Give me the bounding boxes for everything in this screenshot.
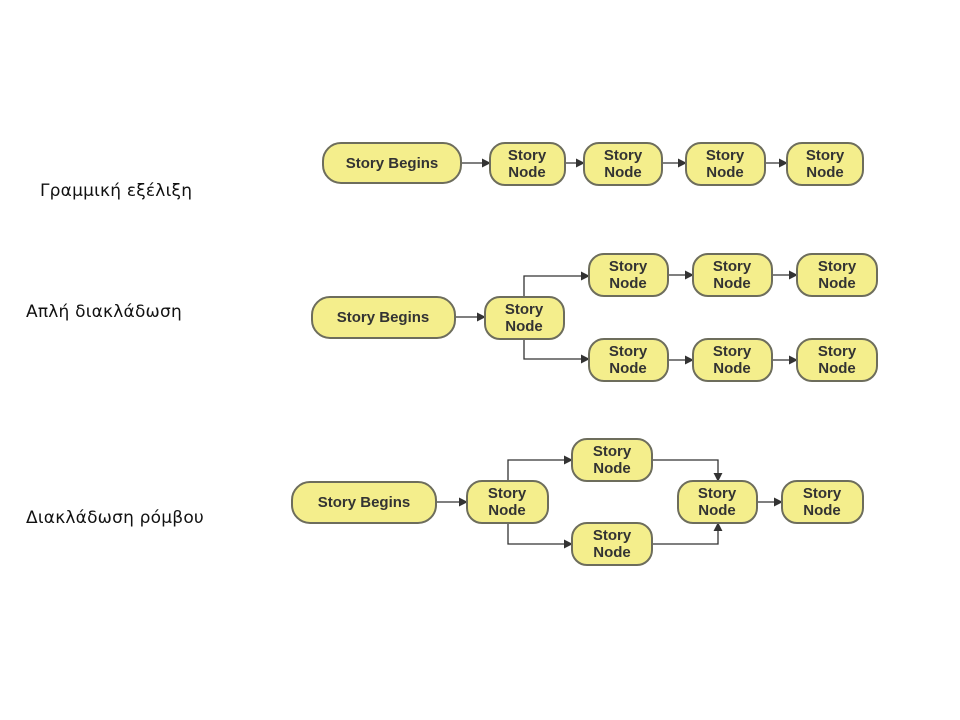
story-node: Story Node — [588, 253, 669, 297]
story-node: Story Node — [571, 522, 653, 566]
svg-text:Story: Story — [713, 343, 752, 360]
diamond-branch-diagram: Story Begins Story Node Story Node Story… — [291, 438, 864, 566]
story-node: Story Node — [588, 338, 669, 382]
svg-text:Node: Node — [706, 164, 744, 181]
svg-text:Story: Story — [488, 485, 527, 502]
story-node: Story Node — [781, 480, 864, 524]
story-node: Story Node — [583, 142, 663, 186]
svg-text:Story Begins: Story Begins — [346, 155, 439, 172]
svg-text:Story: Story — [818, 343, 857, 360]
label-simple-branching: Απλή διακλάδωση — [26, 302, 182, 322]
svg-text:Story Begins: Story Begins — [318, 494, 411, 511]
svg-text:Node: Node — [609, 360, 647, 377]
svg-text:Node: Node — [698, 502, 736, 519]
svg-text:Story: Story — [593, 527, 632, 544]
arrow — [652, 459, 723, 482]
svg-text:Node: Node — [488, 502, 526, 519]
story-node: Story Node — [692, 338, 773, 382]
arrow — [652, 522, 723, 545]
story-node: Story Node — [677, 480, 758, 524]
svg-text:Node: Node — [604, 164, 642, 181]
svg-text:Node: Node — [713, 360, 751, 377]
svg-text:Story: Story — [593, 443, 632, 460]
story-node: Story Node — [571, 438, 653, 482]
label-diamond-branching: Διακλάδωση ρόμβου — [26, 508, 204, 528]
svg-text:Node: Node — [713, 275, 751, 292]
svg-text:Node: Node — [803, 502, 841, 519]
arrow — [507, 523, 573, 549]
svg-text:Story: Story — [604, 147, 643, 164]
story-begins-node: Story Begins — [322, 142, 462, 184]
svg-text:Node: Node — [806, 164, 844, 181]
arrow — [523, 338, 590, 364]
story-node: Story Node — [466, 480, 549, 524]
label-linear-progression: Γραμμική εξέλιξη — [40, 181, 193, 201]
story-node: Story Node — [692, 253, 773, 297]
svg-text:Node: Node — [609, 275, 647, 292]
svg-text:Node: Node — [593, 460, 631, 477]
story-begins-node: Story Begins — [311, 296, 456, 339]
svg-text:Node: Node — [505, 318, 543, 335]
svg-text:Story: Story — [698, 485, 737, 502]
svg-text:Story: Story — [609, 343, 648, 360]
story-node: Story Node — [786, 142, 864, 186]
svg-text:Story: Story — [713, 258, 752, 275]
story-node: Story Node — [796, 338, 878, 382]
svg-text:Node: Node — [818, 360, 856, 377]
svg-text:Node: Node — [593, 544, 631, 561]
svg-text:Node: Node — [508, 164, 546, 181]
story-begins-node: Story Begins — [291, 481, 437, 524]
svg-text:Story: Story — [508, 147, 547, 164]
svg-text:Story: Story — [806, 147, 845, 164]
svg-text:Story: Story — [803, 485, 842, 502]
svg-text:Story: Story — [505, 301, 544, 318]
svg-text:Node: Node — [818, 275, 856, 292]
story-node: Story Node — [685, 142, 766, 186]
story-node: Story Node — [489, 142, 566, 186]
story-node: Story Node — [484, 296, 565, 340]
svg-text:Story: Story — [706, 147, 745, 164]
svg-text:Story: Story — [818, 258, 857, 275]
arrow — [507, 455, 573, 482]
svg-text:Story Begins: Story Begins — [337, 309, 430, 326]
svg-text:Story: Story — [609, 258, 648, 275]
simple-branch-diagram: Story Begins Story Node Story Node Story… — [311, 253, 878, 382]
arrow — [523, 271, 590, 297]
linear-diagram: Story Begins Story Node Story Node Story… — [322, 142, 864, 186]
story-node: Story Node — [796, 253, 878, 297]
